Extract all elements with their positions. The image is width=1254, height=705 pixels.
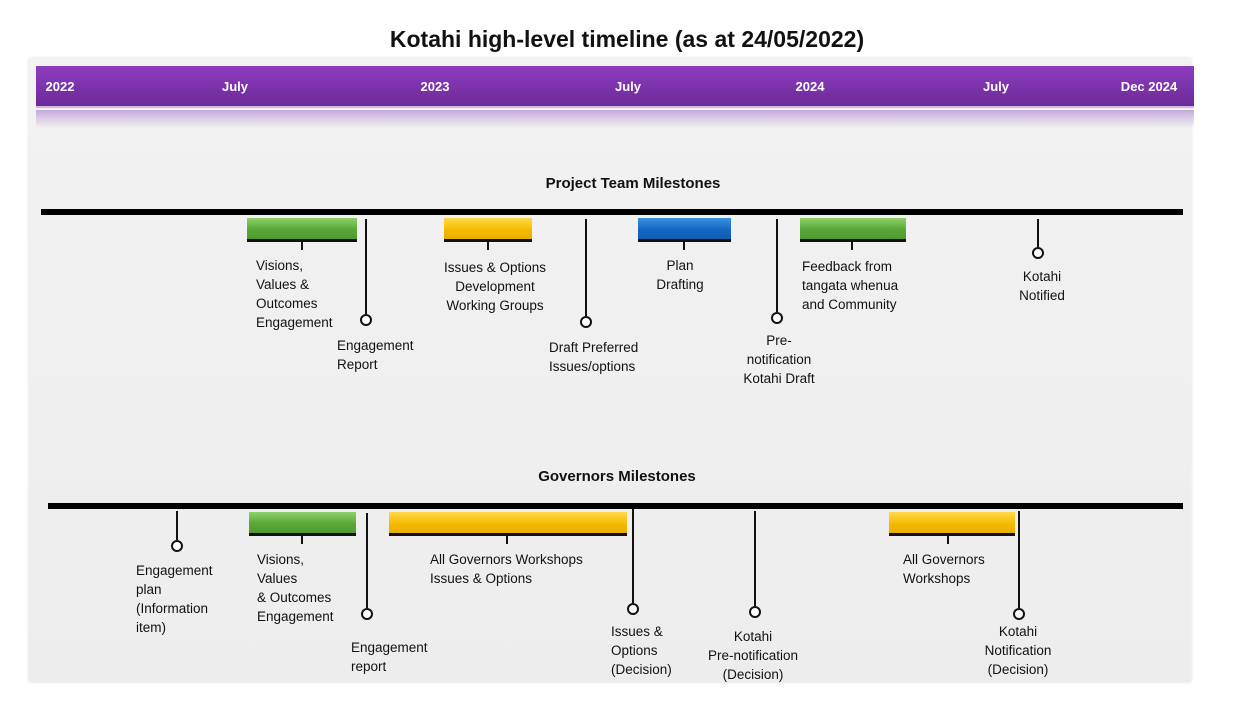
tick-2023: 2023 — [420, 79, 450, 94]
project-milestone-stem-pre-notification — [776, 219, 778, 312]
project-phase-label-plan-drafting: Plan Drafting — [656, 258, 704, 292]
tick-2024: 2024 — [795, 79, 825, 94]
governors-milestone-stem-issues-decision — [632, 508, 634, 603]
timeline-header-shadow — [36, 110, 1194, 128]
governors-milestone-marker-engagement-plan — [171, 540, 183, 552]
project-milestone-label-draft-preferred: Draft Preferred Issues/options — [549, 340, 639, 374]
project-team-heading: Project Team Milestones — [545, 175, 721, 192]
governors-milestone-label-engagement-plan: Engagement plan (Information item) — [136, 563, 213, 635]
governors-phase-bar-workshops — [889, 512, 1015, 536]
project-phase-bar-plan-drafting — [638, 218, 731, 242]
project-phase-stem-feedback — [851, 242, 853, 250]
project-phase-stem-plan-drafting — [683, 242, 685, 250]
governors-milestone-marker-pre-notification — [749, 606, 761, 618]
governors-milestone-label-issues-decision: Issues & Options (Decision) — [611, 624, 672, 677]
governors-milestone-stem-engagement-report — [366, 513, 368, 608]
governors-milestone-stem-pre-notification — [754, 511, 756, 606]
project-phase-bar-issues-options — [444, 218, 532, 242]
project-milestone-marker-draft-preferred — [580, 316, 592, 328]
tick-dec-2024: Dec 2024 — [1120, 79, 1178, 94]
project-phase-stem-visions — [301, 242, 303, 250]
project-milestone-stem-kotahi-notified — [1037, 219, 1039, 247]
project-milestone-marker-pre-notification — [771, 312, 783, 324]
project-milestone-label-engagement-report: Engagement Report — [337, 338, 414, 372]
project-milestone-marker-kotahi-notified — [1032, 247, 1044, 259]
project-team-axis — [41, 209, 1183, 215]
project-milestone-label-kotahi-notified: Kotahi Notified — [1019, 269, 1065, 303]
governors-milestone-label-pre-notification: Kotahi Pre-notification (Decision) — [707, 629, 799, 682]
governors-milestone-marker-issues-decision — [627, 603, 639, 615]
tick-july-2022: July — [221, 79, 249, 94]
project-phase-bar-visions — [247, 218, 357, 242]
governors-phase-label-workshops-issues: All Governors Workshops Issues & Options — [430, 552, 583, 586]
governors-phase-bar-workshops-issues — [389, 512, 627, 536]
governors-milestone-label-engagement-report: Engagement report — [351, 640, 428, 674]
timeline-header-band — [36, 66, 1194, 108]
governors-phase-stem-workshops — [947, 536, 949, 544]
project-phase-stem-issues-options — [487, 242, 489, 250]
governors-phase-stem-workshops-issues — [506, 536, 508, 544]
tick-2022: 2022 — [45, 79, 75, 94]
governors-phase-bar-visions — [249, 512, 356, 536]
timeline-panel — [29, 58, 1191, 682]
governors-phase-label-workshops: All Governors Workshops — [903, 552, 985, 586]
governors-phase-label-visions: Visions, Values & Outcomes Engagement — [257, 552, 334, 624]
project-phase-label-visions: Visions, Values & Outcomes Engagement — [256, 258, 333, 330]
chart-title: Kotahi high-level timeline (as at 24/05/… — [389, 26, 865, 52]
project-phase-label-issues-options: Issues & Options Development Working Gro… — [443, 260, 547, 313]
governors-axis — [48, 503, 1183, 509]
governors-milestone-stem-engagement-plan — [176, 511, 178, 540]
governors-milestone-stem-notification — [1018, 511, 1020, 608]
governors-phase-stem-visions — [301, 536, 303, 544]
project-milestone-label-pre-notification: Pre- notification Kotahi Draft — [743, 333, 815, 386]
project-milestone-marker-engagement-report — [360, 314, 372, 326]
governors-milestone-label-notification: Kotahi Notification (Decision) — [984, 624, 1052, 677]
project-milestone-stem-engagement-report — [365, 219, 367, 314]
tick-july-2023: July — [614, 79, 642, 94]
governors-heading: Governors Milestones — [538, 468, 696, 485]
tick-july-2024: July — [982, 79, 1010, 94]
governors-milestone-marker-engagement-report — [361, 608, 373, 620]
project-phase-label-feedback: Feedback from tangata whenua and Communi… — [802, 259, 899, 312]
project-milestone-stem-draft-preferred — [585, 219, 587, 316]
governors-milestone-marker-notification — [1013, 608, 1025, 620]
project-phase-bar-feedback — [800, 218, 906, 242]
